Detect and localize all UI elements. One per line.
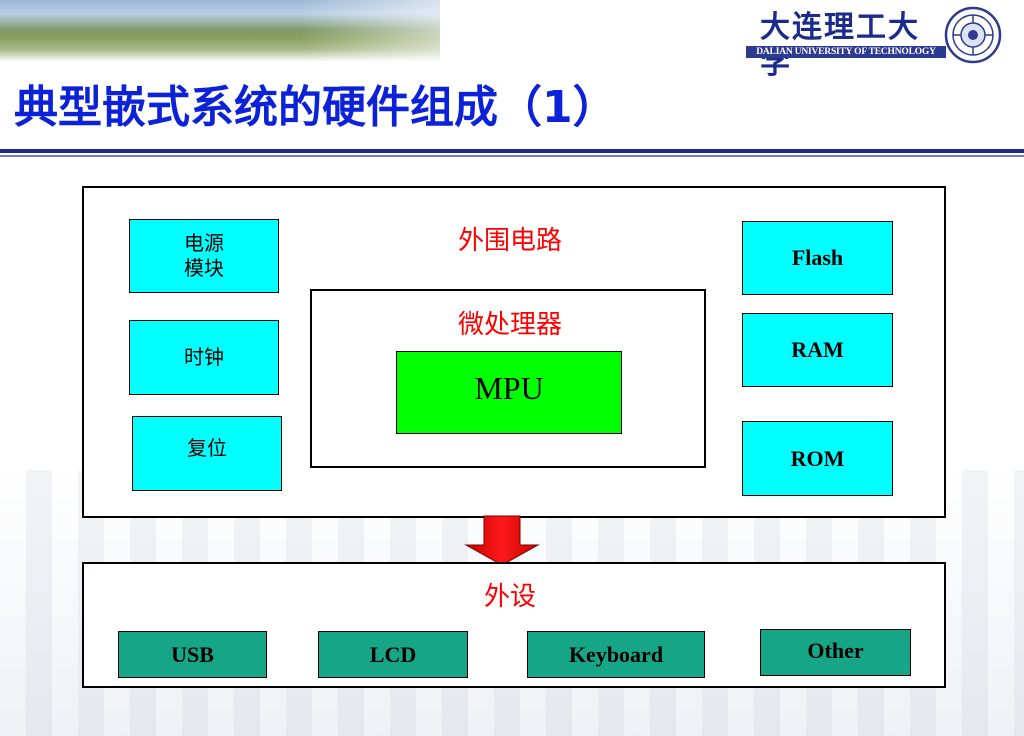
microprocessor-label: 微处理器 (457, 310, 562, 340)
title-divider (0, 149, 1024, 153)
university-name-en: DALIAN UNIVERSITY OF TECHNOLOGY (746, 46, 946, 58)
ram-block: RAM (742, 313, 893, 387)
usb-block: USB (118, 631, 267, 678)
power-module-block: 电源 模块 (129, 219, 279, 293)
rom-block: ROM (742, 421, 893, 496)
page-title: 典型嵌式系统的硬件组成（1） (14, 82, 617, 133)
down-arrow-icon (464, 515, 540, 567)
keyboard-block: Keyboard (527, 631, 705, 678)
peripheral-circuit-label: 外围电路 (457, 226, 562, 256)
peripherals-label: 外设 (483, 582, 536, 612)
other-block: Other (760, 629, 911, 676)
mpu-block: MPU (396, 351, 622, 434)
university-seal-icon (944, 6, 1002, 64)
microprocessor-panel (310, 289, 706, 468)
reset-block: 复位 (132, 416, 282, 491)
title-divider-thin (0, 155, 1024, 157)
clock-block: 时钟 (129, 320, 279, 395)
header-banner-fade (300, 0, 540, 62)
lcd-block: LCD (318, 631, 468, 678)
flash-block: Flash (742, 221, 893, 295)
university-name-cn: 大连理工大学 (760, 10, 920, 81)
